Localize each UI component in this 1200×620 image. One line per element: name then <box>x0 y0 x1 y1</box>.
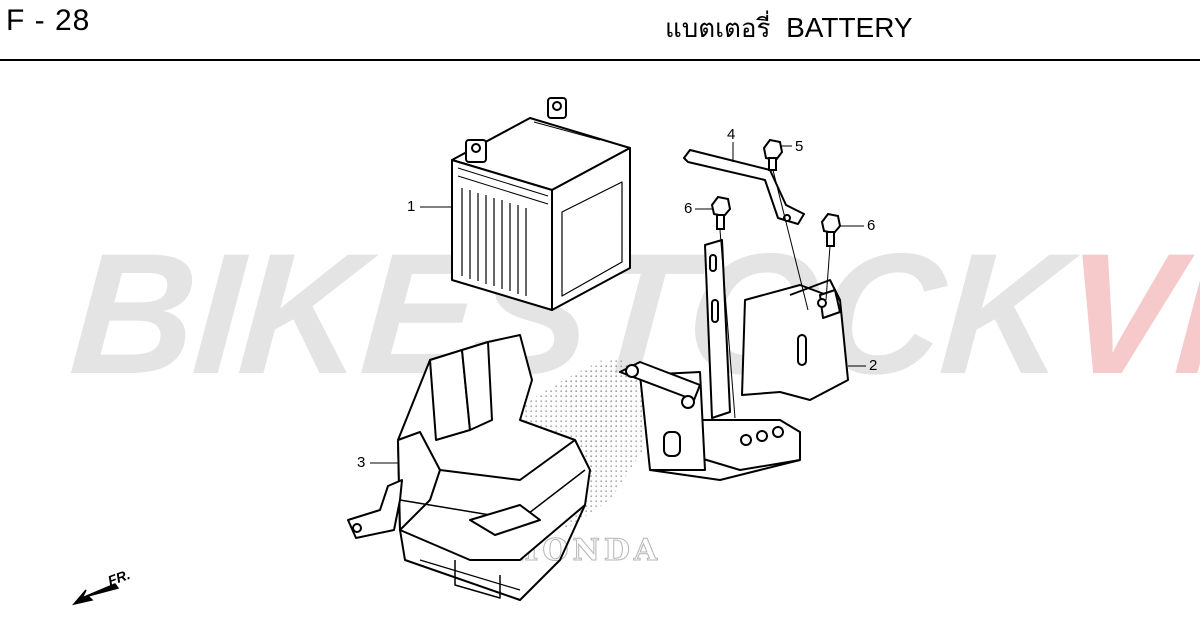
flange-bolt-6-left <box>710 195 732 230</box>
callout-leader-lines <box>370 142 866 464</box>
front-indicator-label: FR. <box>106 566 133 589</box>
battery <box>451 97 631 311</box>
header-divider <box>0 59 1200 61</box>
assembly-guide-lines <box>719 169 831 419</box>
section-title: แบตเตอรี่ BATTERY <box>665 8 913 49</box>
section-title-thai: แบตเตอรี่ <box>665 14 771 44</box>
callout-label-2: 2 <box>869 357 878 374</box>
flange-bolt-5 <box>762 138 784 171</box>
section-title-english: BATTERY <box>786 12 913 43</box>
callout-label-1: 1 <box>407 198 416 215</box>
callout-label-5: 5 <box>795 138 804 155</box>
battery-stay <box>683 149 805 225</box>
callout-label-4: 4 <box>727 126 736 143</box>
flange-bolt-6-right <box>820 212 842 247</box>
arrow-down-left-icon: FR. <box>71 566 133 606</box>
callout-label-3: 3 <box>357 454 366 471</box>
battery-case <box>347 334 591 601</box>
callout-label-6-left: 6 <box>684 200 693 217</box>
callout-label-6-right: 6 <box>867 217 876 234</box>
battery-holder <box>619 239 849 481</box>
page-code: F - 28 <box>6 4 91 37</box>
